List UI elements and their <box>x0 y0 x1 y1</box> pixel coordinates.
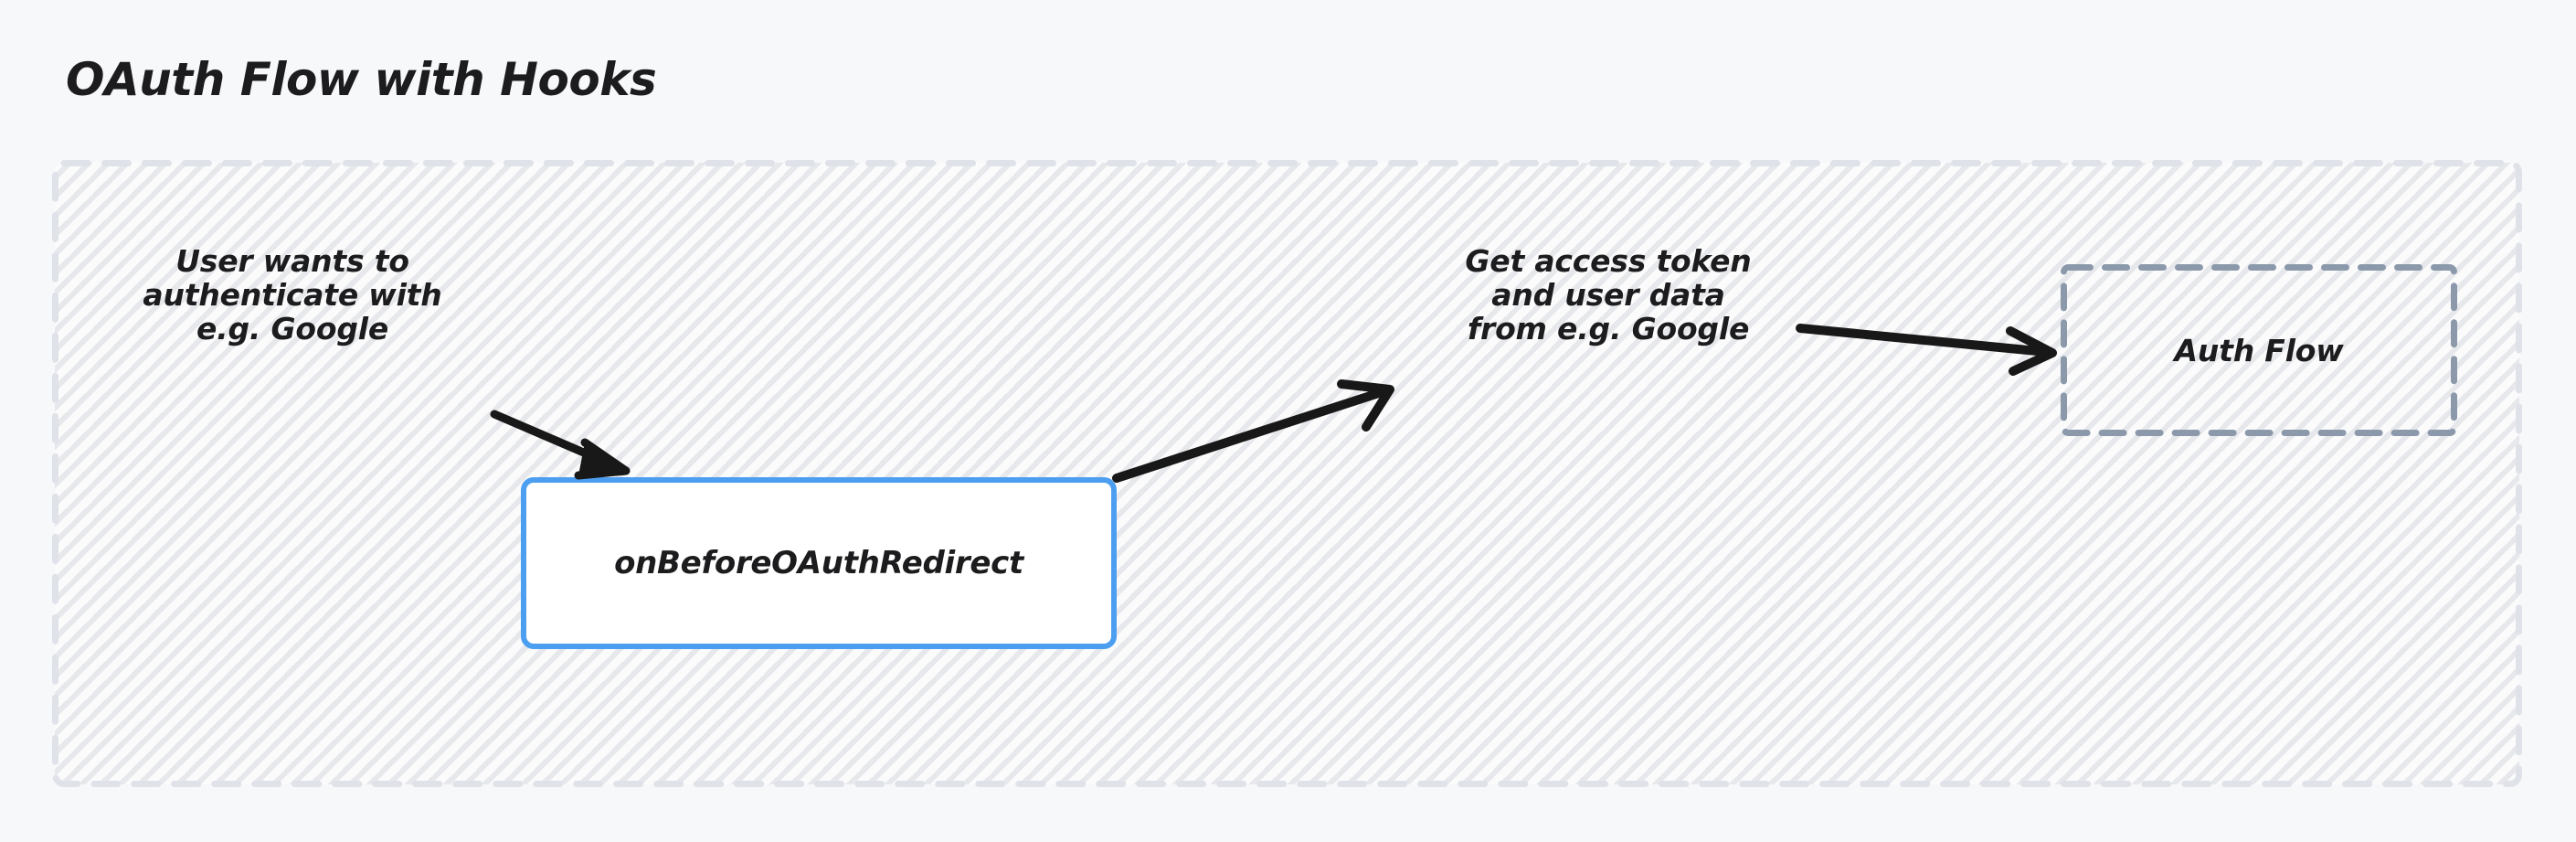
node-auth-flow[interactable]: Auth Flow <box>2063 267 2454 433</box>
node-hook-label: onBeforeOAuthRedirect <box>614 545 1023 581</box>
node-auth-flow-label: Auth Flow <box>2174 332 2344 368</box>
annotation-get-access-token: Get access token and user data from e.g.… <box>1465 243 1752 346</box>
node-on-before-oauth-redirect[interactable]: onBeforeOAuthRedirect <box>521 477 1117 649</box>
page-title: OAuth Flow with Hooks <box>66 53 657 106</box>
annotation-user-wants-to-authenticate: User wants to authenticate with e.g. Goo… <box>143 243 442 346</box>
